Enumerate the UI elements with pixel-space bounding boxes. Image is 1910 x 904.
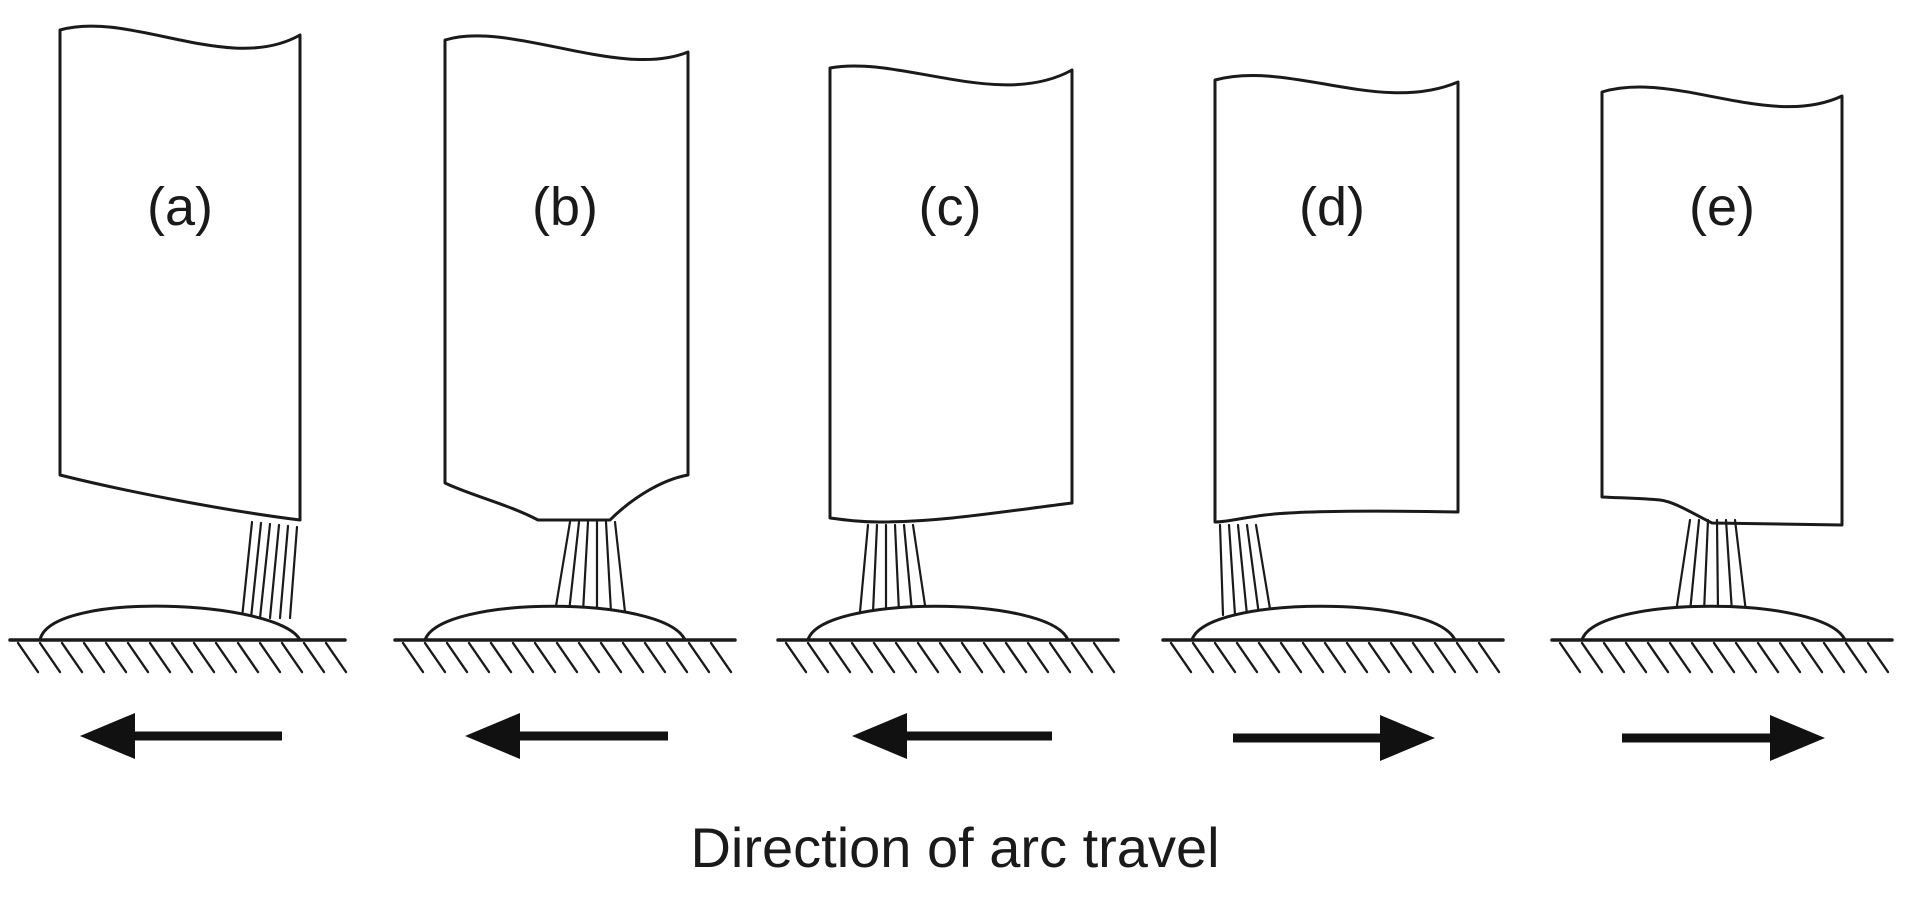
hatching-b	[401, 641, 733, 674]
electrode-b	[443, 34, 690, 522]
panel-e: (e)	[1550, 85, 1894, 761]
diagram-caption: Direction of arc travel	[690, 816, 1220, 879]
electrode-d	[1213, 74, 1460, 524]
arc-column-d	[1218, 523, 1273, 617]
hatching-c	[784, 641, 1116, 674]
travel-arrow-right-d	[1233, 715, 1435, 761]
weld-pool-e	[1580, 604, 1847, 642]
hatching-e	[1558, 641, 1890, 674]
panel-label-c: (c)	[919, 177, 982, 237]
travel-arrow-right-e	[1622, 715, 1825, 761]
electrode-e	[1600, 85, 1844, 527]
panel-label-e: (e)	[1689, 177, 1755, 237]
panel-label-d: (d)	[1299, 177, 1365, 237]
weld-pool-a	[38, 604, 302, 642]
hatching-a	[16, 641, 348, 674]
arc-column-a	[240, 520, 299, 620]
travel-arrow-left-a	[80, 713, 282, 759]
arc-column-e	[1674, 518, 1748, 614]
travel-arrow-left-c	[852, 713, 1052, 759]
panel-d: (d)	[1161, 74, 1505, 761]
panel-label-a: (a)	[147, 177, 213, 237]
arc-column-c	[858, 523, 928, 614]
weld-pool-c	[806, 604, 1070, 642]
panel-c: (c)	[776, 64, 1120, 759]
travel-arrow-left-b	[465, 713, 668, 759]
hatching-d	[1169, 641, 1501, 674]
electrode-c	[828, 64, 1074, 524]
panel-b: (b)	[393, 34, 737, 759]
weld-pool-d	[1190, 604, 1457, 642]
panel-label-b: (b)	[532, 177, 598, 237]
weld-pool-b	[423, 604, 687, 642]
arc-column-b	[553, 520, 627, 614]
electrode-a	[58, 24, 302, 522]
panel-a: (a)	[8, 24, 348, 759]
